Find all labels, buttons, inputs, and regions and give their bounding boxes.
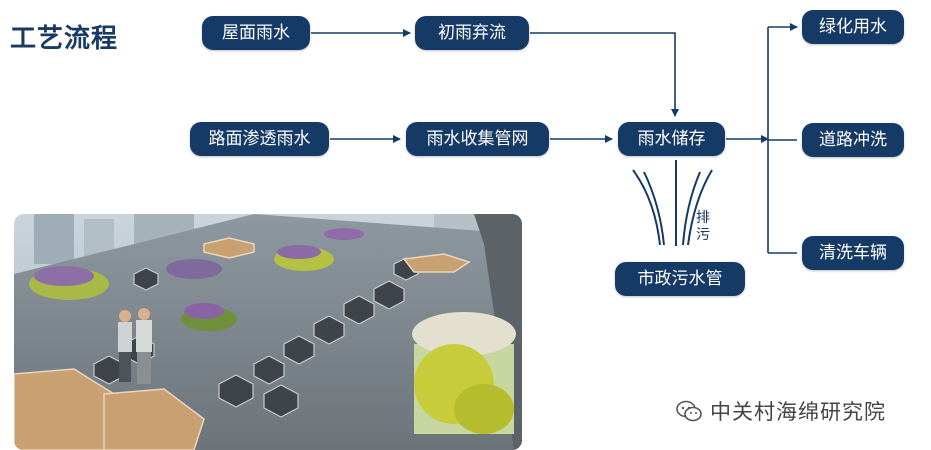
- rooftop-illustration: [14, 214, 522, 450]
- watermark-text: 中关村海绵研究院: [710, 400, 886, 424]
- watermark: 中关村海绵研究院: [676, 396, 886, 426]
- arrow-discard-to-storage: [530, 32, 679, 117]
- discharge-curve-2: [643, 171, 665, 246]
- node-road-rain: 路面渗透雨水: [190, 122, 329, 156]
- discharge-curve-1: [632, 169, 661, 246]
- node-greening: 绿化用水: [802, 10, 904, 44]
- node-vehicle-washing: 清洗车辆: [802, 236, 904, 270]
- node-roof-rain: 屋面雨水: [202, 16, 310, 50]
- node-municipal-sewer: 市政污水管: [615, 262, 745, 296]
- node-road-washing: 道路冲洗: [802, 123, 904, 157]
- discharge-curve-3: [682, 171, 701, 246]
- node-initial-discard: 初雨弃流: [415, 16, 529, 50]
- page-title: 工艺流程: [10, 24, 119, 54]
- wechat-icon: [676, 400, 702, 422]
- discharge-curve-4: [687, 169, 713, 246]
- node-storage: 雨水储存: [618, 122, 725, 156]
- node-collection-network: 雨水收集管网: [406, 122, 549, 156]
- discharge-label: 排污: [696, 210, 710, 243]
